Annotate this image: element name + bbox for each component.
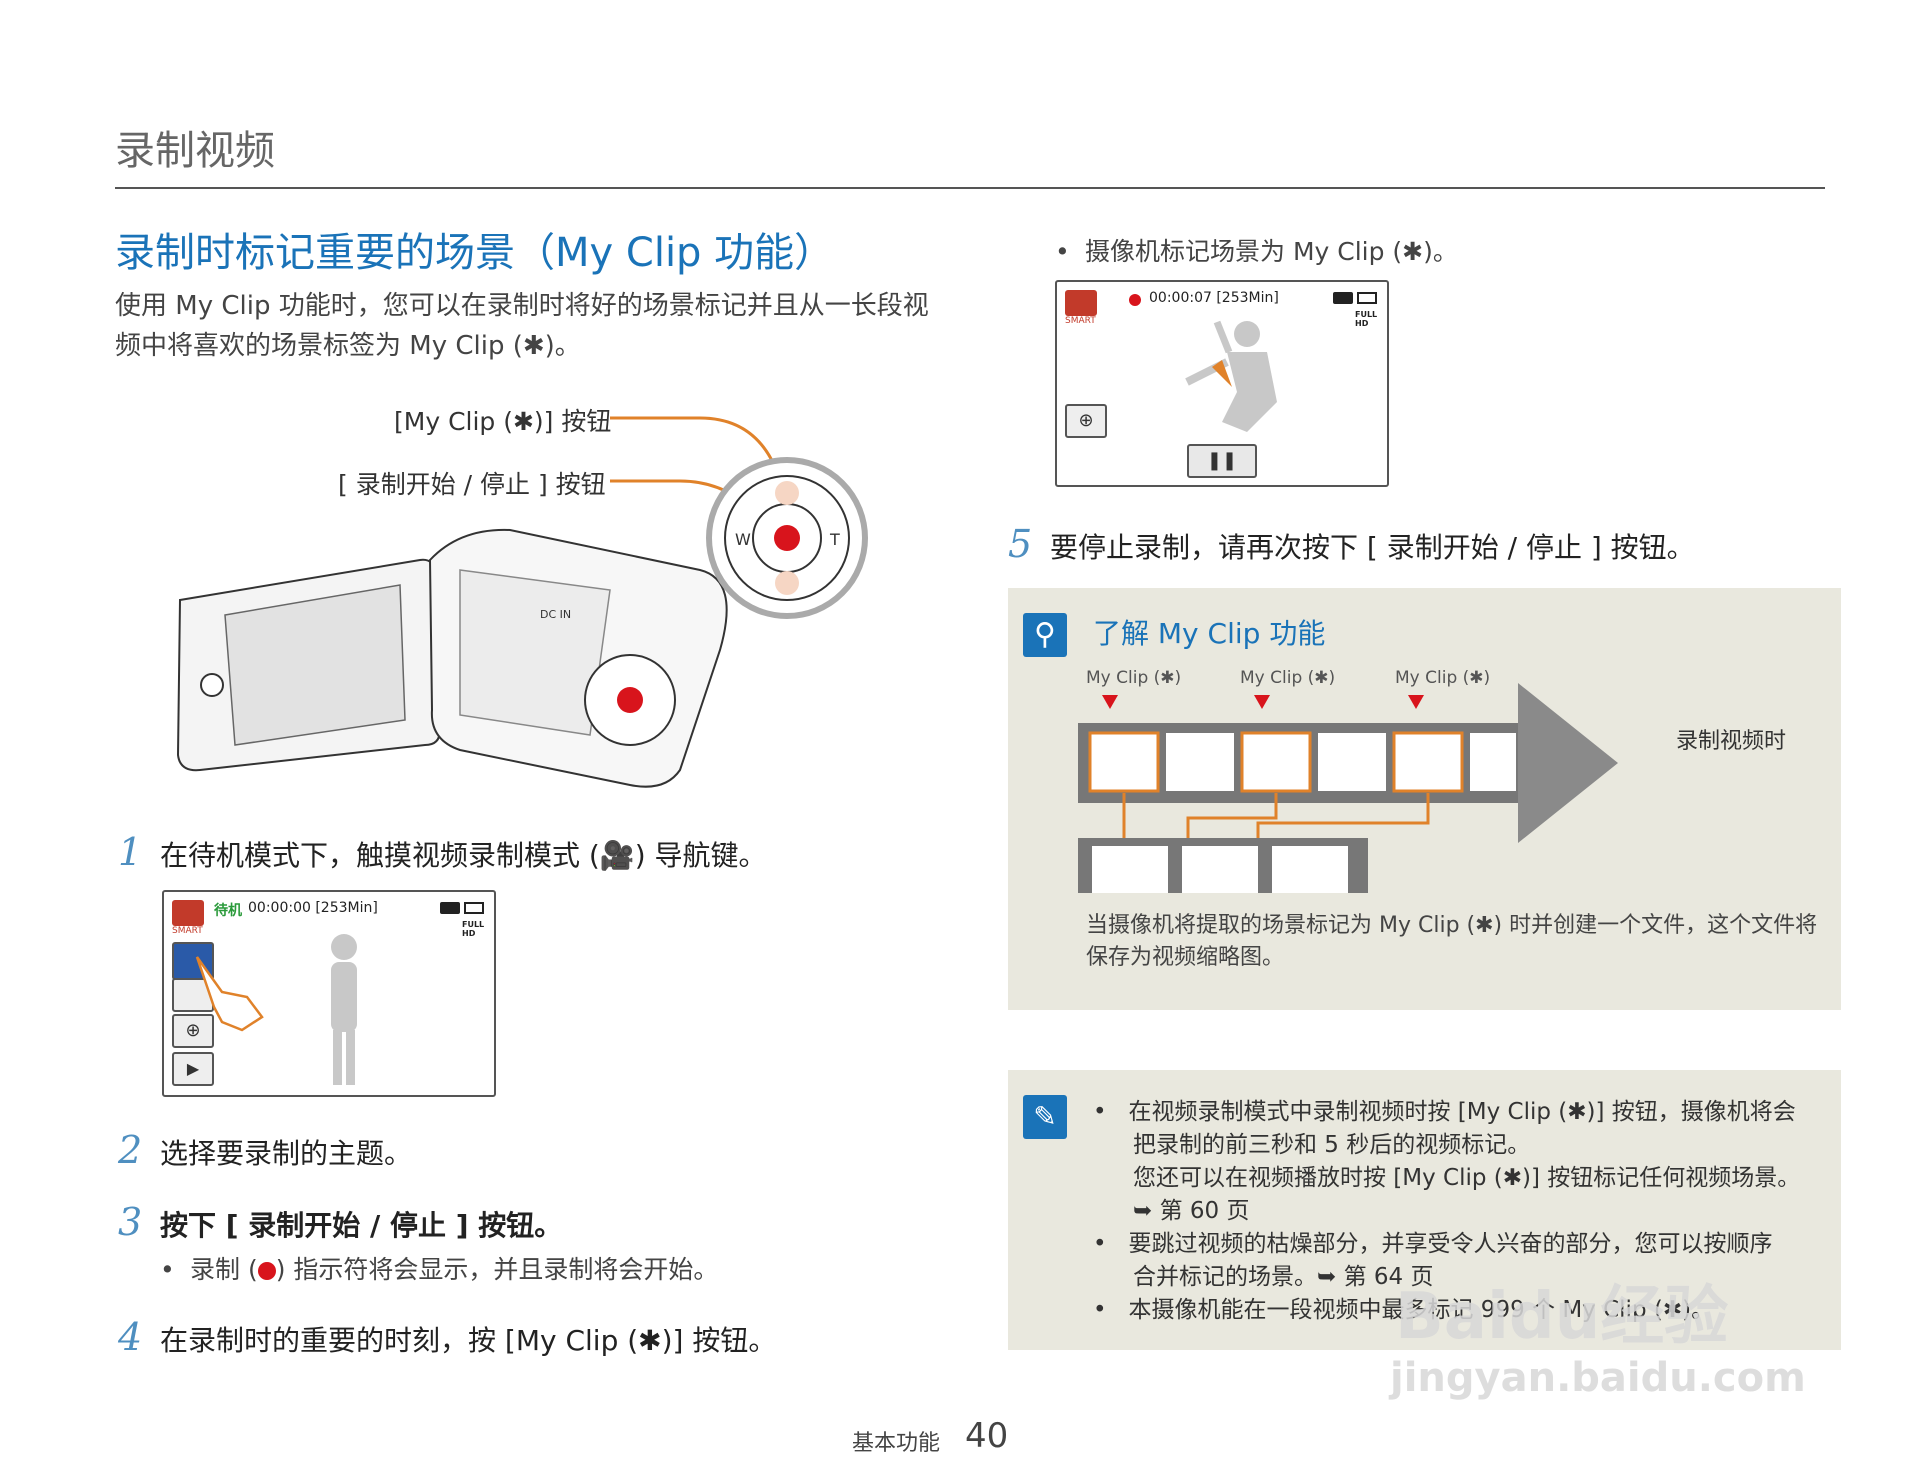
- standby-status: 待机: [214, 903, 242, 919]
- step-2: 2 选择要录制的主题。: [118, 1128, 412, 1172]
- smart-mode-icon: [172, 900, 204, 926]
- bullet-text: 摄像机标记场景为 My Clip (✱)。: [1085, 237, 1458, 266]
- camcorder-illustration: DC IN W T: [176, 416, 868, 788]
- header-rule: [115, 187, 1825, 189]
- recording-time: 00:00:00 [253Min]: [248, 900, 378, 916]
- battery-icon: [1357, 292, 1377, 304]
- bullet-text-pre: 录制 (: [190, 1255, 258, 1284]
- watermark-url: jingyan.baidu.com: [1390, 1355, 1806, 1401]
- step-3: 3 按下 [ 录制开始 / 停止 ] 按钮。: [118, 1200, 562, 1244]
- full-hd-badge: FULL HD: [462, 920, 485, 938]
- recording-arrow-label: 录制视频时: [1676, 729, 1787, 754]
- playback-icon[interactable]: ▶: [172, 1052, 214, 1086]
- standby-screen: SMART 待机 00:00:00 [253Min] FULL HD ⊕ ▶: [162, 890, 496, 1097]
- record-indicator-icon: [1129, 294, 1141, 306]
- page-reference: ➥ 第 60 页: [1133, 1198, 1250, 1224]
- step-5: 5 要停止录制，请再次按下 [ 录制开始 / 停止 ] 按钮。: [1008, 522, 1695, 566]
- myclip-label-2: My Clip (✱): [1240, 668, 1336, 688]
- note-line: 您还可以在视频播放时按 [My Clip (✱)] 按钮标记任何视频场景。: [1133, 1165, 1801, 1191]
- pause-button[interactable]: ❚❚: [1187, 444, 1257, 478]
- smart-label: SMART: [172, 926, 203, 936]
- touch-hand-icon: [195, 956, 264, 1032]
- page-number: 40: [965, 1416, 1009, 1456]
- myclip-label-1: My Clip (✱): [1086, 668, 1182, 688]
- battery-icon: [464, 902, 484, 914]
- record-indicator-icon: [257, 1262, 276, 1280]
- step-number: 4: [118, 1315, 143, 1359]
- note-panel: ✎ • 在视频录制模式中录制视频时按 [My Clip (✱)] 按钮，摄像机将…: [1008, 1070, 1841, 1350]
- step-text: 按下 [ 录制开始 / 停止 ] 按钮。: [160, 1209, 563, 1242]
- card-icon: [440, 902, 460, 914]
- step-text: 选择要录制的主题。: [160, 1137, 413, 1170]
- step-text: 在待机模式下，触摸视频录制模式 (🎥) 导航键。: [160, 839, 767, 872]
- note-line: 在视频录制模式中录制视频时按 [My Clip (✱)] 按钮，摄像机将会: [1128, 1099, 1796, 1125]
- note-line: 把录制的前三秒和 5 秒后的视频标记。: [1133, 1132, 1531, 1158]
- myclip-label-3: My Clip (✱): [1395, 668, 1491, 688]
- dial-w-label: W: [735, 530, 751, 549]
- note-line: 要跳过视频的枯燥部分，并享受令人兴奋的部分，您可以按顺序: [1128, 1231, 1773, 1257]
- zoom-icon[interactable]: ⊕: [172, 1014, 214, 1048]
- note-line: 本摄像机能在一段视频中最多标记 999 个 My Clip (✱)。: [1128, 1297, 1715, 1323]
- bullet-text-post: ) 指示符将会显示，并且录制将会开始。: [275, 1255, 719, 1284]
- jumping-subject-silhouette: [1185, 320, 1277, 432]
- step-text: 要停止录制，请再次按下 [ 录制开始 / 停止 ] 按钮。: [1050, 531, 1695, 564]
- note-bullet-1: • 在视频录制模式中录制视频时按 [My Clip (✱)] 按钮，摄像机将会 …: [1093, 1096, 1800, 1228]
- step-text: 在录制时的重要的时刻，按 [My Clip (✱)] 按钮。: [160, 1324, 777, 1357]
- filmstrip-diagram: [1078, 683, 1618, 893]
- step-number: 5: [1008, 522, 1033, 566]
- subject-silhouette: [331, 934, 357, 1085]
- step-number: 3: [118, 1200, 143, 1244]
- myclip-info-panel: ⚲ 了解 My Clip 功能 My Clip (✱) My Clip (✱) …: [1008, 588, 1841, 1010]
- step-1: 1 在待机模式下，触摸视频录制模式 (🎥) 导航键。: [118, 830, 767, 874]
- myclip-button-label: [My Clip (✱)] 按钮: [394, 407, 612, 436]
- note-line: 合并标记的场景。➥ 第 64 页: [1133, 1264, 1434, 1290]
- smart-label: SMART: [1065, 316, 1096, 326]
- note-bullet-2: • 要跳过视频的枯燥部分，并享受令人兴奋的部分，您可以按顺序 合并标记的场景。➥…: [1093, 1228, 1773, 1294]
- watermark-logo: Baidu经验: [1395, 1280, 1729, 1354]
- myclip-bullet: •摄像机标记场景为 My Clip (✱)。: [1055, 237, 1458, 266]
- full-hd-badge: FULL HD: [1355, 310, 1378, 328]
- main-heading: 录制时标记重要的场景（My Clip 功能）: [115, 230, 835, 276]
- note-bullet-3: • 本摄像机能在一段视频中最多标记 999 个 My Clip (✱)。: [1093, 1297, 1715, 1323]
- magnifier-icon: ⚲: [1023, 613, 1067, 657]
- footer-section-label: 基本功能: [852, 1431, 941, 1456]
- record-button-label: [ 录制开始 / 停止 ] 按钮: [338, 470, 606, 499]
- recording-screen: SMART 00:00:07 [253Min] FULL HD ⊕ ❚❚: [1055, 280, 1389, 487]
- info-panel-caption: 当摄像机将提取的场景标记为 My Clip (✱) 时并创建一个文件，这个文件将…: [1086, 913, 1818, 970]
- intro-paragraph: 使用 My Clip 功能时，您可以在录制时将好的场景标记并且从一长段视频中将喜…: [115, 291, 929, 361]
- card-icon: [1333, 292, 1353, 304]
- step-number: 1: [118, 830, 143, 874]
- step-4: 4 在录制时的重要的时刻，按 [My Clip (✱)] 按钮。: [118, 1315, 776, 1359]
- dc-in-label: DC IN: [540, 608, 571, 621]
- info-panel-title: 了解 My Clip 功能: [1093, 617, 1326, 650]
- recording-time: 00:00:07 [253Min]: [1149, 290, 1279, 306]
- step-3-bullet: •录制 () 指示符将会显示，并且录制将会开始。: [160, 1255, 719, 1284]
- note-icon: ✎: [1023, 1095, 1067, 1139]
- zoom-icon[interactable]: ⊕: [1065, 404, 1107, 438]
- smart-mode-icon: [1065, 290, 1097, 316]
- dial-t-label: T: [829, 530, 840, 549]
- section-title: 录制视频: [115, 128, 275, 174]
- step-number: 2: [118, 1128, 143, 1172]
